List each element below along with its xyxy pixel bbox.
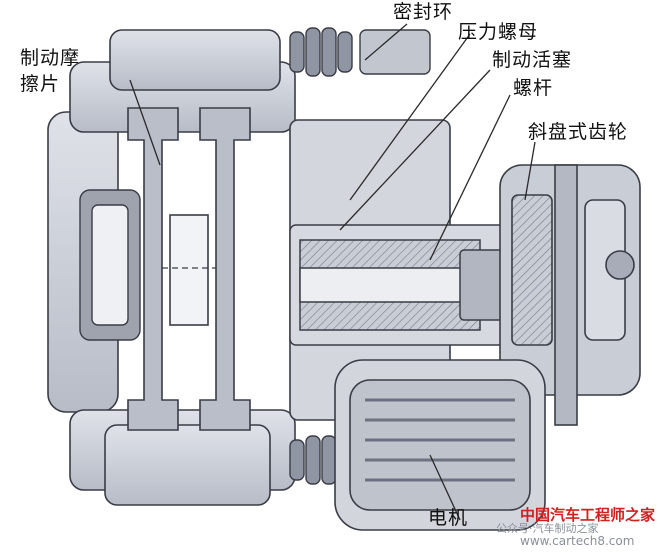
label-motor: 电机 — [428, 507, 469, 529]
seal-bellows — [289, 27, 431, 485]
motor — [334, 359, 546, 531]
watermark-site: www.cartech8.com — [520, 534, 635, 548]
watermark-wechat: 公众号·汽车制动之家 — [496, 522, 599, 535]
watermark-brand: 中国汽车工程师之家 — [520, 506, 656, 524]
gearbox — [499, 164, 641, 426]
label-brake-pad-line1: 制动摩 — [20, 47, 81, 69]
label-brake-piston: 制动活塞 — [492, 49, 573, 71]
label-seal-ring: 密封环 — [393, 1, 454, 23]
label-brake-pad-line2: 擦片 — [20, 73, 61, 95]
piston-assembly — [289, 224, 521, 346]
label-screw-rod: 螺杆 — [513, 77, 554, 99]
label-pressure-nut: 压力螺母 — [458, 21, 539, 43]
disc-window — [79, 189, 141, 341]
label-swashplate-gear: 斜盘式齿轮 — [528, 121, 629, 143]
brake-pads — [127, 107, 251, 431]
leader-lines — [129, 23, 536, 521]
